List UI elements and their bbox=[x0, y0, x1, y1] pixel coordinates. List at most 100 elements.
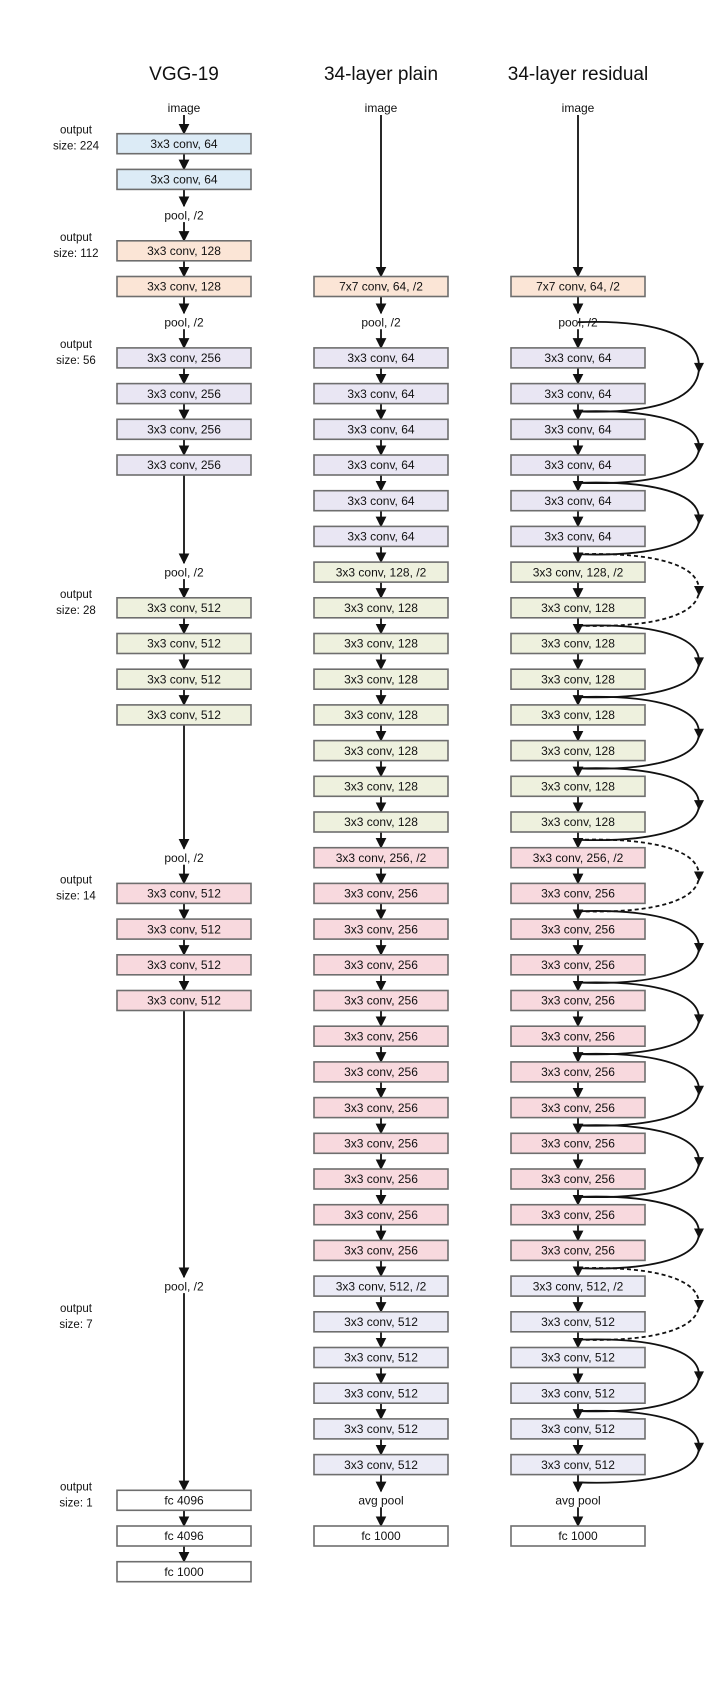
shortcut-arrowhead bbox=[694, 1085, 704, 1096]
layer-box bbox=[116, 382, 252, 405]
layer-label: 3x3 conv, 64 bbox=[544, 494, 611, 508]
output-size-caption: output bbox=[60, 339, 93, 351]
operation-label: pool, /2 bbox=[558, 315, 598, 329]
layer-box bbox=[510, 1346, 646, 1369]
layer-box bbox=[313, 525, 449, 548]
layer-label: 3x3 conv, 64 bbox=[347, 530, 414, 544]
layer-label: 3x3 conv, 512 bbox=[147, 958, 221, 972]
layer-label: 3x3 conv, 512 bbox=[344, 1351, 418, 1365]
shortcut-connections bbox=[577, 321, 704, 1484]
layer-box bbox=[510, 418, 646, 441]
layer-label: 3x3 conv, 64 bbox=[347, 494, 414, 508]
layer-box bbox=[116, 668, 252, 691]
shortcut-arrowhead bbox=[694, 1299, 704, 1310]
layer-label: 3x3 conv, 256 bbox=[344, 1208, 418, 1222]
layer-box bbox=[116, 632, 252, 655]
layer-box bbox=[510, 1061, 646, 1083]
layer-box bbox=[510, 489, 646, 512]
layer-box bbox=[510, 275, 646, 298]
forward-connections bbox=[178, 115, 584, 1563]
layer-box bbox=[313, 275, 449, 298]
layer-box bbox=[510, 882, 646, 905]
layer-box bbox=[116, 418, 252, 441]
layer-label: 3x3 conv, 512 bbox=[147, 994, 221, 1008]
operation-label: pool, /2 bbox=[164, 565, 204, 579]
shortcut-arrowhead bbox=[694, 362, 704, 373]
layer-label: 3x3 conv, 64 bbox=[544, 530, 611, 544]
layer-label: 3x3 conv, 128 bbox=[147, 244, 221, 258]
layer-label: 3x3 conv, 512 bbox=[541, 1315, 615, 1329]
layer-box bbox=[313, 1275, 449, 1297]
layer-box bbox=[313, 1346, 449, 1369]
layer-box bbox=[116, 1525, 252, 1547]
layer-box bbox=[313, 561, 449, 583]
layer-box bbox=[313, 454, 449, 476]
layer-label: 3x3 conv, 256 bbox=[541, 887, 615, 901]
layer-box bbox=[510, 1239, 646, 1262]
layer-label: 3x3 conv, 64 bbox=[150, 137, 217, 151]
layer-box bbox=[116, 918, 252, 940]
layer-label: 3x3 conv, 256 bbox=[344, 1172, 418, 1186]
output-size-caption: output bbox=[60, 125, 93, 137]
layer-box bbox=[116, 132, 252, 155]
layer-label: 3x3 conv, 256 bbox=[147, 423, 221, 437]
layer-box bbox=[313, 1311, 449, 1333]
layer-label: 3x3 conv, 256 bbox=[344, 1137, 418, 1151]
layer-box bbox=[313, 775, 449, 798]
layer-label: 3x3 conv, 128, /2 bbox=[336, 565, 427, 579]
layer-box bbox=[510, 454, 646, 476]
layer-box bbox=[313, 918, 449, 940]
layer-box bbox=[510, 704, 646, 726]
layer-box bbox=[510, 1382, 646, 1404]
layer-box bbox=[510, 1275, 646, 1297]
layer-box bbox=[313, 1061, 449, 1083]
layer-box bbox=[510, 1096, 646, 1119]
layer-box bbox=[116, 882, 252, 905]
layer-label: 3x3 conv, 128 bbox=[541, 672, 615, 686]
output-size-caption: output bbox=[60, 874, 93, 886]
output-size-value: size: 1 bbox=[59, 1497, 92, 1509]
output-size-caption: output bbox=[60, 589, 93, 601]
layer-label: 3x3 conv, 128 bbox=[541, 708, 615, 722]
layer-box bbox=[510, 1203, 646, 1226]
layer-label: 3x3 conv, 256 bbox=[541, 994, 615, 1008]
layer-label: fc 1000 bbox=[164, 1565, 204, 1579]
layer-label: 3x3 conv, 128 bbox=[147, 280, 221, 294]
layer-label: 3x3 conv, 512 bbox=[147, 887, 221, 901]
layer-label: 3x3 conv, 256 bbox=[541, 1029, 615, 1043]
layer-label: 3x3 conv, 128 bbox=[344, 744, 418, 758]
layer-label: 3x3 conv, 64 bbox=[544, 423, 611, 437]
operation-label: pool, /2 bbox=[361, 315, 401, 329]
layer-box bbox=[313, 989, 449, 1012]
layer-box bbox=[510, 775, 646, 798]
layer-label: 3x3 conv, 256 bbox=[344, 958, 418, 972]
layer-label: 3x3 conv, 64 bbox=[347, 458, 414, 472]
operation-label: avg pool bbox=[555, 1494, 600, 1508]
layer-label: 3x3 conv, 128 bbox=[344, 637, 418, 651]
output-size-value: size: 224 bbox=[53, 141, 100, 153]
layer-label: 3x3 conv, 128 bbox=[541, 601, 615, 615]
layer-box bbox=[510, 1453, 646, 1476]
layer-box bbox=[510, 1025, 646, 1047]
layer-label: 3x3 conv, 256 bbox=[344, 1029, 418, 1043]
shortcut-arrowhead bbox=[694, 942, 704, 953]
layer-box bbox=[116, 240, 252, 262]
shortcut-arrowhead bbox=[694, 871, 704, 882]
layer-box bbox=[510, 668, 646, 691]
layer-box bbox=[510, 1418, 646, 1440]
layer-box bbox=[510, 846, 646, 869]
layer-label: 3x3 conv, 512, /2 bbox=[533, 1279, 624, 1293]
layer-box bbox=[313, 1418, 449, 1440]
layer-label: fc 4096 bbox=[164, 1529, 204, 1543]
layer-label: 3x3 conv, 256 bbox=[541, 922, 615, 936]
layer-label: 3x3 conv, 256, /2 bbox=[533, 851, 624, 865]
shortcut-arrowhead bbox=[694, 514, 704, 525]
layer-label: 3x3 conv, 512 bbox=[541, 1386, 615, 1400]
operation-label: avg pool bbox=[358, 1494, 403, 1508]
layer-label: 3x3 conv, 64 bbox=[544, 387, 611, 401]
layer-label: 3x3 conv, 512 bbox=[147, 708, 221, 722]
column-title-vgg: VGG-19 bbox=[149, 64, 219, 85]
